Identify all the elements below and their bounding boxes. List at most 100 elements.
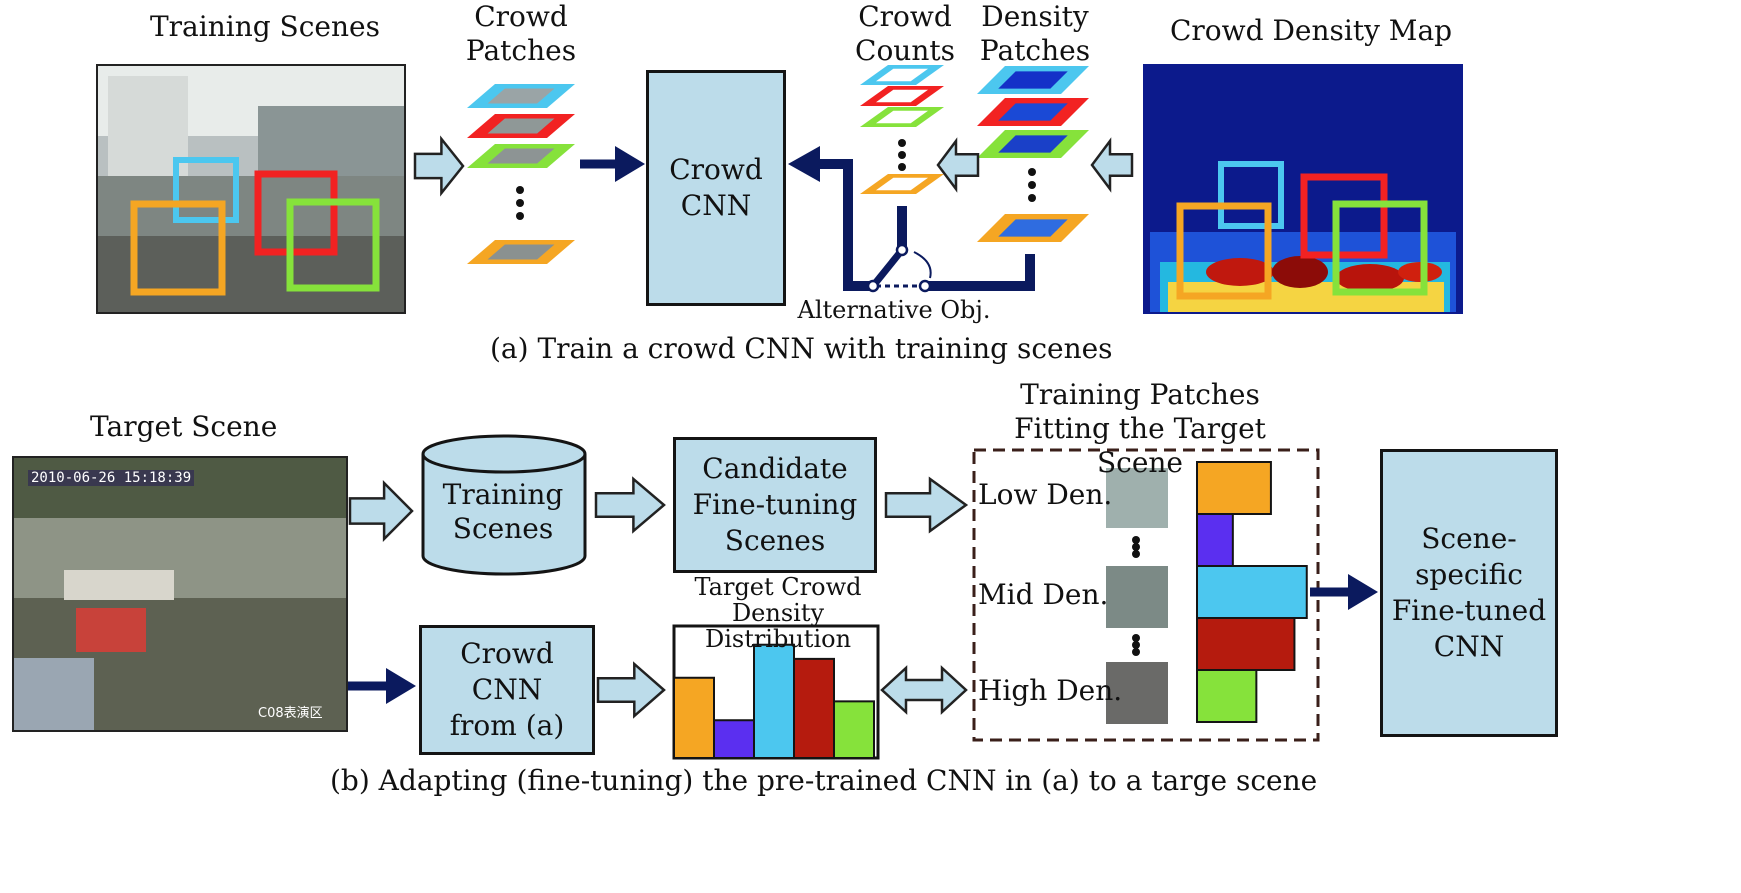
- arrow-patches-to-cnn-head: [615, 146, 645, 182]
- patch-dist-bar-darkred: [1196, 617, 1296, 671]
- high-den-thumbnail: [1106, 662, 1168, 724]
- density-map-hot-3: [1336, 264, 1404, 292]
- map-box-red: [1300, 173, 1388, 259]
- count-dots-1: [898, 151, 906, 159]
- mid-den-label: Mid Den.: [978, 578, 1109, 611]
- density-patch-dots-2: [1028, 194, 1036, 202]
- timestamp-overlay: 2010-06-26 15:18:39: [28, 470, 195, 486]
- crowd-patch-green-inner: [487, 148, 555, 164]
- map-box-cyan: [1218, 161, 1284, 229]
- scene-box-cyan: [173, 157, 239, 223]
- arrow-candidate-to-patches: [884, 476, 969, 534]
- thumb-dots-1-1: [1132, 543, 1140, 551]
- scene-box-orange: [130, 200, 226, 296]
- target-dist-bar-darkred: [793, 657, 835, 760]
- density-patch-dots-1: [1028, 181, 1036, 189]
- training-scenes-db-label: Training Scenes: [442, 478, 564, 545]
- density-map-hot-1: [1206, 258, 1274, 286]
- thumb-dots-1-0: [1132, 536, 1140, 544]
- alt-switch-node-left: [866, 279, 880, 293]
- alt-switch-node-top: [895, 243, 909, 257]
- count-patch-cyan-inner: [875, 68, 929, 82]
- training-scenes-label: Training Scenes: [150, 10, 380, 43]
- candidate-finetuning-box: Candidate Fine-tuning Scenes: [673, 437, 877, 573]
- crowd-patch-cyan-inner: [487, 88, 555, 104]
- low-den-label: Low Den.: [978, 478, 1113, 511]
- count-patch-orange-inner: [875, 177, 929, 191]
- db-cylinder-body: [421, 454, 587, 576]
- crowd-patches-label: Crowd Patches: [465, 0, 577, 67]
- target-scene-image: 2010-06-26 15:18:39 C08表演区: [12, 456, 348, 732]
- training-patches-label: Training Patches Fitting the Target Scen…: [1014, 378, 1266, 479]
- count-dots-0: [898, 139, 906, 147]
- alt-path-arrowhead: [788, 146, 820, 182]
- arrow-map-to-density: [1090, 137, 1134, 193]
- arrow-target-to-db: [348, 479, 414, 543]
- crowd-cnn-box: Crowd CNN: [646, 70, 786, 306]
- density-patch-red-inner: [998, 103, 1068, 121]
- arrow-density-to-counts: [936, 137, 980, 193]
- target-dist-bar-orange: [673, 676, 715, 760]
- density-patch-green-inner: [998, 135, 1068, 153]
- scene-box-green: [286, 198, 380, 292]
- target-dist-label: Target Crowd Density Distribution: [694, 573, 862, 653]
- alternative-obj-label: Alternative Obj.: [797, 296, 991, 324]
- count-patch-green-inner: [875, 110, 929, 124]
- map-box-orange: [1176, 202, 1272, 300]
- scene-box-red: [254, 170, 338, 256]
- alt-switch-node-right: [918, 279, 932, 293]
- thumb-dots-1-2: [1132, 550, 1140, 558]
- arrow-target-to-cnn-head: [386, 668, 416, 704]
- alt-switch-curve: [913, 251, 932, 279]
- alt-switch-lever: [870, 247, 905, 289]
- map-box-green: [1332, 200, 1428, 296]
- patch-dist-bar-green: [1196, 669, 1258, 723]
- alt-path-density: [925, 254, 1035, 291]
- arrow-db-to-candidate: [594, 476, 666, 534]
- density-map-hot-4: [1398, 262, 1442, 282]
- part-a-caption: (a) Train a crowd CNN with training scen…: [490, 332, 1113, 365]
- arrow-scene-to-patches: [413, 135, 465, 197]
- crowd-counts-label: Crowd Counts: [855, 0, 955, 67]
- crowd-patch-dots-2: [516, 212, 524, 220]
- arrow-cnn-to-dist: [596, 661, 666, 719]
- training-scene-image: [96, 64, 406, 314]
- density-patch-cyan-inner: [998, 71, 1068, 89]
- target-dist-bar-cyan: [753, 643, 795, 759]
- mid-den-thumbnail: [1106, 566, 1168, 628]
- low-den-thumbnail: [1106, 468, 1168, 528]
- patch-dist-bar-purple: [1196, 513, 1234, 567]
- target-dist-bar-green: [833, 700, 875, 759]
- bidirectional-arrow: [880, 665, 968, 715]
- thumb-dots-2-2: [1132, 648, 1140, 656]
- training-patches-panel: [972, 448, 1320, 742]
- density-patches-label: Density Patches: [979, 0, 1091, 67]
- thumb-dots-2-0: [1132, 634, 1140, 642]
- crowd-cnn-from-a-box: Crowd CNN from (a): [419, 625, 595, 755]
- crowd-patch-orange-inner: [487, 244, 555, 260]
- thumb-dots-2-1: [1132, 641, 1140, 649]
- db-cylinder-top: [421, 434, 587, 474]
- part-b-caption: (b) Adapting (fine-tuning) the pre-train…: [330, 764, 1318, 797]
- crowd-patch-dots-0: [516, 186, 524, 194]
- crowd-patch-dots-1: [516, 199, 524, 207]
- high-den-label: High Den.: [978, 674, 1123, 707]
- count-patch-red-inner: [875, 89, 929, 103]
- alt-path-to-cnn: [810, 159, 873, 291]
- density-patch-dots-0: [1028, 168, 1036, 176]
- crowd-patch-red-inner: [487, 118, 555, 134]
- arrow-patches-to-finetuned-head: [1348, 574, 1378, 610]
- density-map-hot-2: [1272, 256, 1328, 288]
- density-map-label: Crowd Density Map: [1170, 14, 1453, 47]
- target-scene-label: Target Scene: [90, 410, 278, 443]
- patch-dist-bar-cyan: [1196, 565, 1308, 619]
- camera-tag-overlay: C08表演区: [258, 706, 323, 721]
- scene-specific-cnn-box: Scene- specific Fine-tuned CNN: [1380, 449, 1558, 737]
- training-scene-photo: [98, 66, 404, 312]
- patch-dist-bar-orange: [1196, 461, 1272, 515]
- density-patch-orange-inner: [998, 219, 1068, 237]
- target-dist-bar-purple: [713, 719, 755, 759]
